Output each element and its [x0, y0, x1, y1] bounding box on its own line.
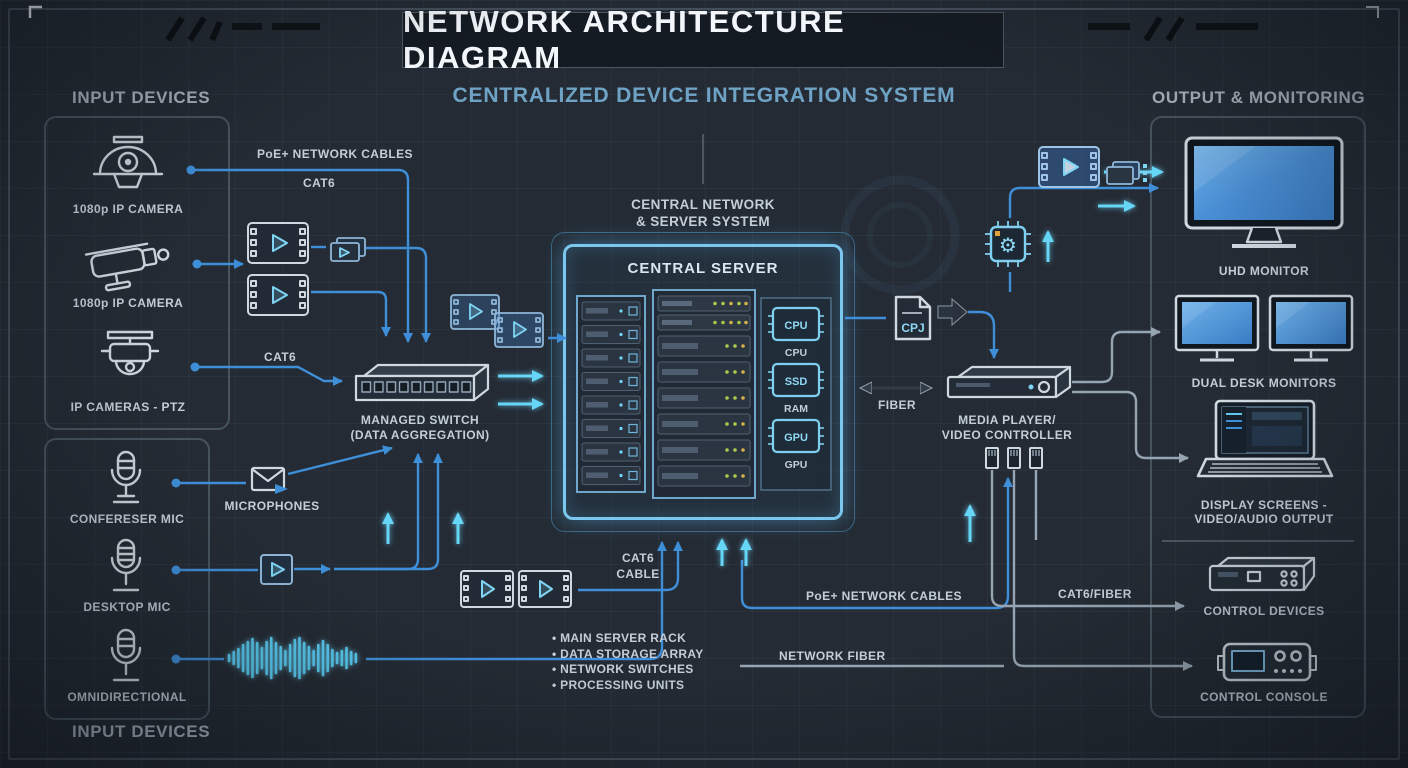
video-thumbnail-icon [460, 570, 514, 608]
mic-3-label: OMNIDIRECTIONAL [67, 690, 187, 704]
dome-camera-icon [92, 135, 164, 189]
document-label: CPJ [901, 321, 924, 335]
desktop-mic-icon [110, 538, 142, 592]
switch-label-1: MANAGED SWITCH [360, 413, 480, 427]
ssd-chip-text: SSD [785, 376, 808, 388]
server-rack-icon [576, 295, 646, 493]
control-device-icon [1208, 556, 1316, 592]
cpu-label: CPU [785, 347, 807, 359]
bullet-camera-icon [84, 242, 170, 292]
control-devices-label: CONTROL DEVICES [1203, 604, 1325, 618]
gpu-chip: GPU [768, 418, 824, 454]
media-player-icon [946, 365, 1072, 399]
component-item: • NETWORK SWITCHES [552, 662, 694, 676]
title-bar: NETWORK ARCHITECTURE DIAGRAM [402, 4, 1004, 75]
video-thumbnail-icon [518, 570, 572, 608]
fiber-label: FIBER [878, 398, 916, 412]
chip-rack-icon: CPU CPU SSD RAM GPU GPU [760, 297, 832, 491]
video-thumbnail-icon [494, 312, 544, 348]
media-player-label-2: VIDEO CONTROLLER [941, 428, 1073, 442]
dual-monitors-icon [1174, 294, 1354, 362]
camera-2-label: 1080p IP CAMERA [72, 296, 184, 310]
network-fiber-label: NETWORK FIBER [779, 649, 886, 663]
video-play-icon [260, 554, 293, 585]
video-thumbnail-icon [450, 294, 500, 330]
uhd-monitor-icon [1184, 136, 1344, 248]
component-item: • MAIN SERVER RACK [552, 631, 687, 645]
display-screens-label-2: VIDEO/AUDIO OUTPUT [1194, 512, 1334, 526]
camera-1-label: 1080p IP CAMERA [72, 202, 184, 216]
gpu-label: GPU [785, 459, 808, 471]
waveform-icon [227, 636, 358, 680]
mic-1-label: CONFERESER MIC [69, 512, 185, 526]
rj45-connector-icon [1029, 447, 1043, 469]
cat6-fiber-label: CAT6/FIBER [1058, 587, 1132, 601]
thumbnail-stack-icon [330, 237, 366, 262]
server-rack-internals: CPU CPU SSD RAM GPU GPU [576, 289, 832, 499]
rj45-connector-icon [985, 447, 999, 469]
storage-rack-icon [652, 289, 756, 499]
server-components-list: • MAIN SERVER RACK • DATA STORAGE ARRAY … [552, 631, 704, 693]
cat6-label-ptz: CAT6 [264, 350, 297, 364]
gpu-chip-text: GPU [784, 432, 808, 444]
laptop-icon [1196, 399, 1334, 478]
envelope-icon [250, 466, 288, 494]
page-title: NETWORK ARCHITECTURE DIAGRAM [403, 4, 846, 75]
uhd-monitor-label: UHD MONITOR [1218, 264, 1310, 278]
component-item: • DATA STORAGE ARRAY [552, 646, 704, 661]
control-console-label: CONTROL CONSOLE [1200, 690, 1328, 704]
control-console-icon [1217, 642, 1317, 682]
omni-mic-icon [110, 628, 142, 682]
poe-cables-label-top: PoE+ NETWORK CABLES [257, 147, 413, 161]
conference-mic-icon [110, 450, 142, 504]
mic-2-label: DESKTOP MIC [83, 600, 171, 614]
document-cpu-icon: CPJ [894, 295, 932, 341]
media-player-label-1: MEDIA PLAYER/ [958, 413, 1056, 427]
cpu-chip: CPU [768, 306, 824, 342]
video-thumbnail-icon [247, 274, 309, 316]
ram-label: RAM [784, 403, 808, 415]
display-screens-label-1: DISPLAY SCREENS - [1200, 498, 1328, 512]
ptz-camera-icon [100, 330, 160, 376]
svg-text:⚙: ⚙ [999, 233, 1017, 257]
cat6-cable-label-1: CAT6 [621, 551, 655, 565]
camera-3-label: IP CAMERAS - PTZ [70, 400, 186, 414]
rj45-connector-icon [1007, 447, 1021, 469]
connector-dots [171, 165, 202, 664]
cat6-cable-label-2: CABLE [616, 567, 660, 581]
dual-monitors-label: DUAL DESK MONITORS [1191, 376, 1337, 390]
gear-chip-icon: ⚙ [985, 221, 1031, 267]
component-item: • PROCESSING UNITS [552, 677, 685, 692]
video-thumbnail-icon [1038, 146, 1100, 188]
managed-switch-icon [354, 363, 490, 402]
thumbnail-stack-icon [1106, 161, 1147, 185]
ssd-chip: SSD [768, 362, 824, 398]
poe-cables-label-bottom: PoE+ NETWORK CABLES [806, 589, 962, 603]
switch-label-2: (DATA AGGREGATION) [350, 428, 490, 442]
video-thumbnail-icon [247, 222, 309, 264]
cat6-label-top: CAT6 [303, 176, 336, 190]
microphones-label: MICROPHONES [224, 499, 320, 513]
dark-arrow-icon [937, 297, 968, 327]
cpu-chip-text: CPU [784, 320, 807, 332]
